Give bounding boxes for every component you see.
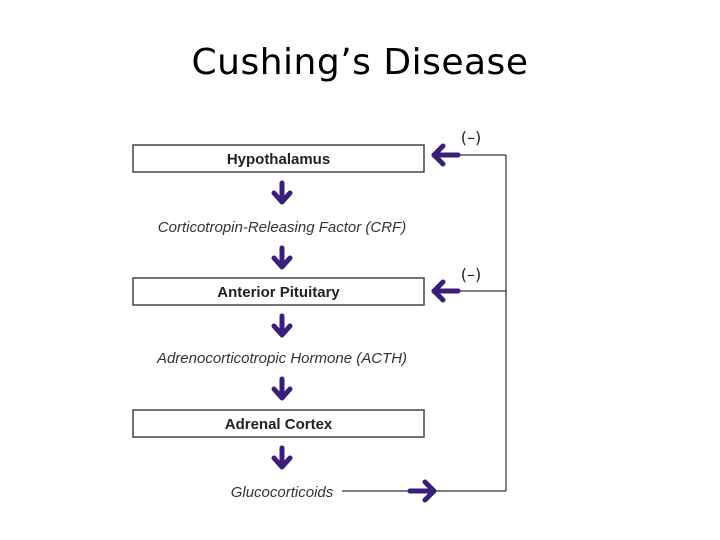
down-arrow-icon (274, 183, 290, 202)
down-arrow-icon (274, 379, 290, 398)
right-arrow-icon (407, 479, 437, 503)
slide-title: Cushing’s Disease (191, 42, 529, 83)
left-arrow-icon (431, 143, 461, 167)
negative-feedback-label: (–) (461, 265, 481, 284)
down-arrow-icon (274, 448, 290, 467)
left-arrow-icon (431, 279, 461, 303)
negative-feedback-label: (–) (461, 128, 481, 147)
acth-label: Adrenocorticotropic Hormone (ACTH) (156, 350, 407, 367)
down-arrow-icon (274, 248, 290, 267)
adrenal-cortex-box: Adrenal Cortex (132, 409, 425, 438)
feedback-loop (342, 143, 507, 503)
anterior-pituitary-box: Anterior Pituitary (132, 277, 425, 306)
glucocorticoids-label: Glucocorticoids (231, 484, 334, 501)
anterior-pituitary-label: Anterior Pituitary (217, 284, 340, 301)
hypothalamus-box: Hypothalamus (132, 144, 425, 173)
crf-label: Corticotropin-Releasing Factor (CRF) (158, 219, 406, 236)
adrenal-cortex-label: Adrenal Cortex (225, 416, 333, 433)
hypothalamus-label: Hypothalamus (227, 151, 330, 168)
down-arrow-icon (274, 316, 290, 335)
